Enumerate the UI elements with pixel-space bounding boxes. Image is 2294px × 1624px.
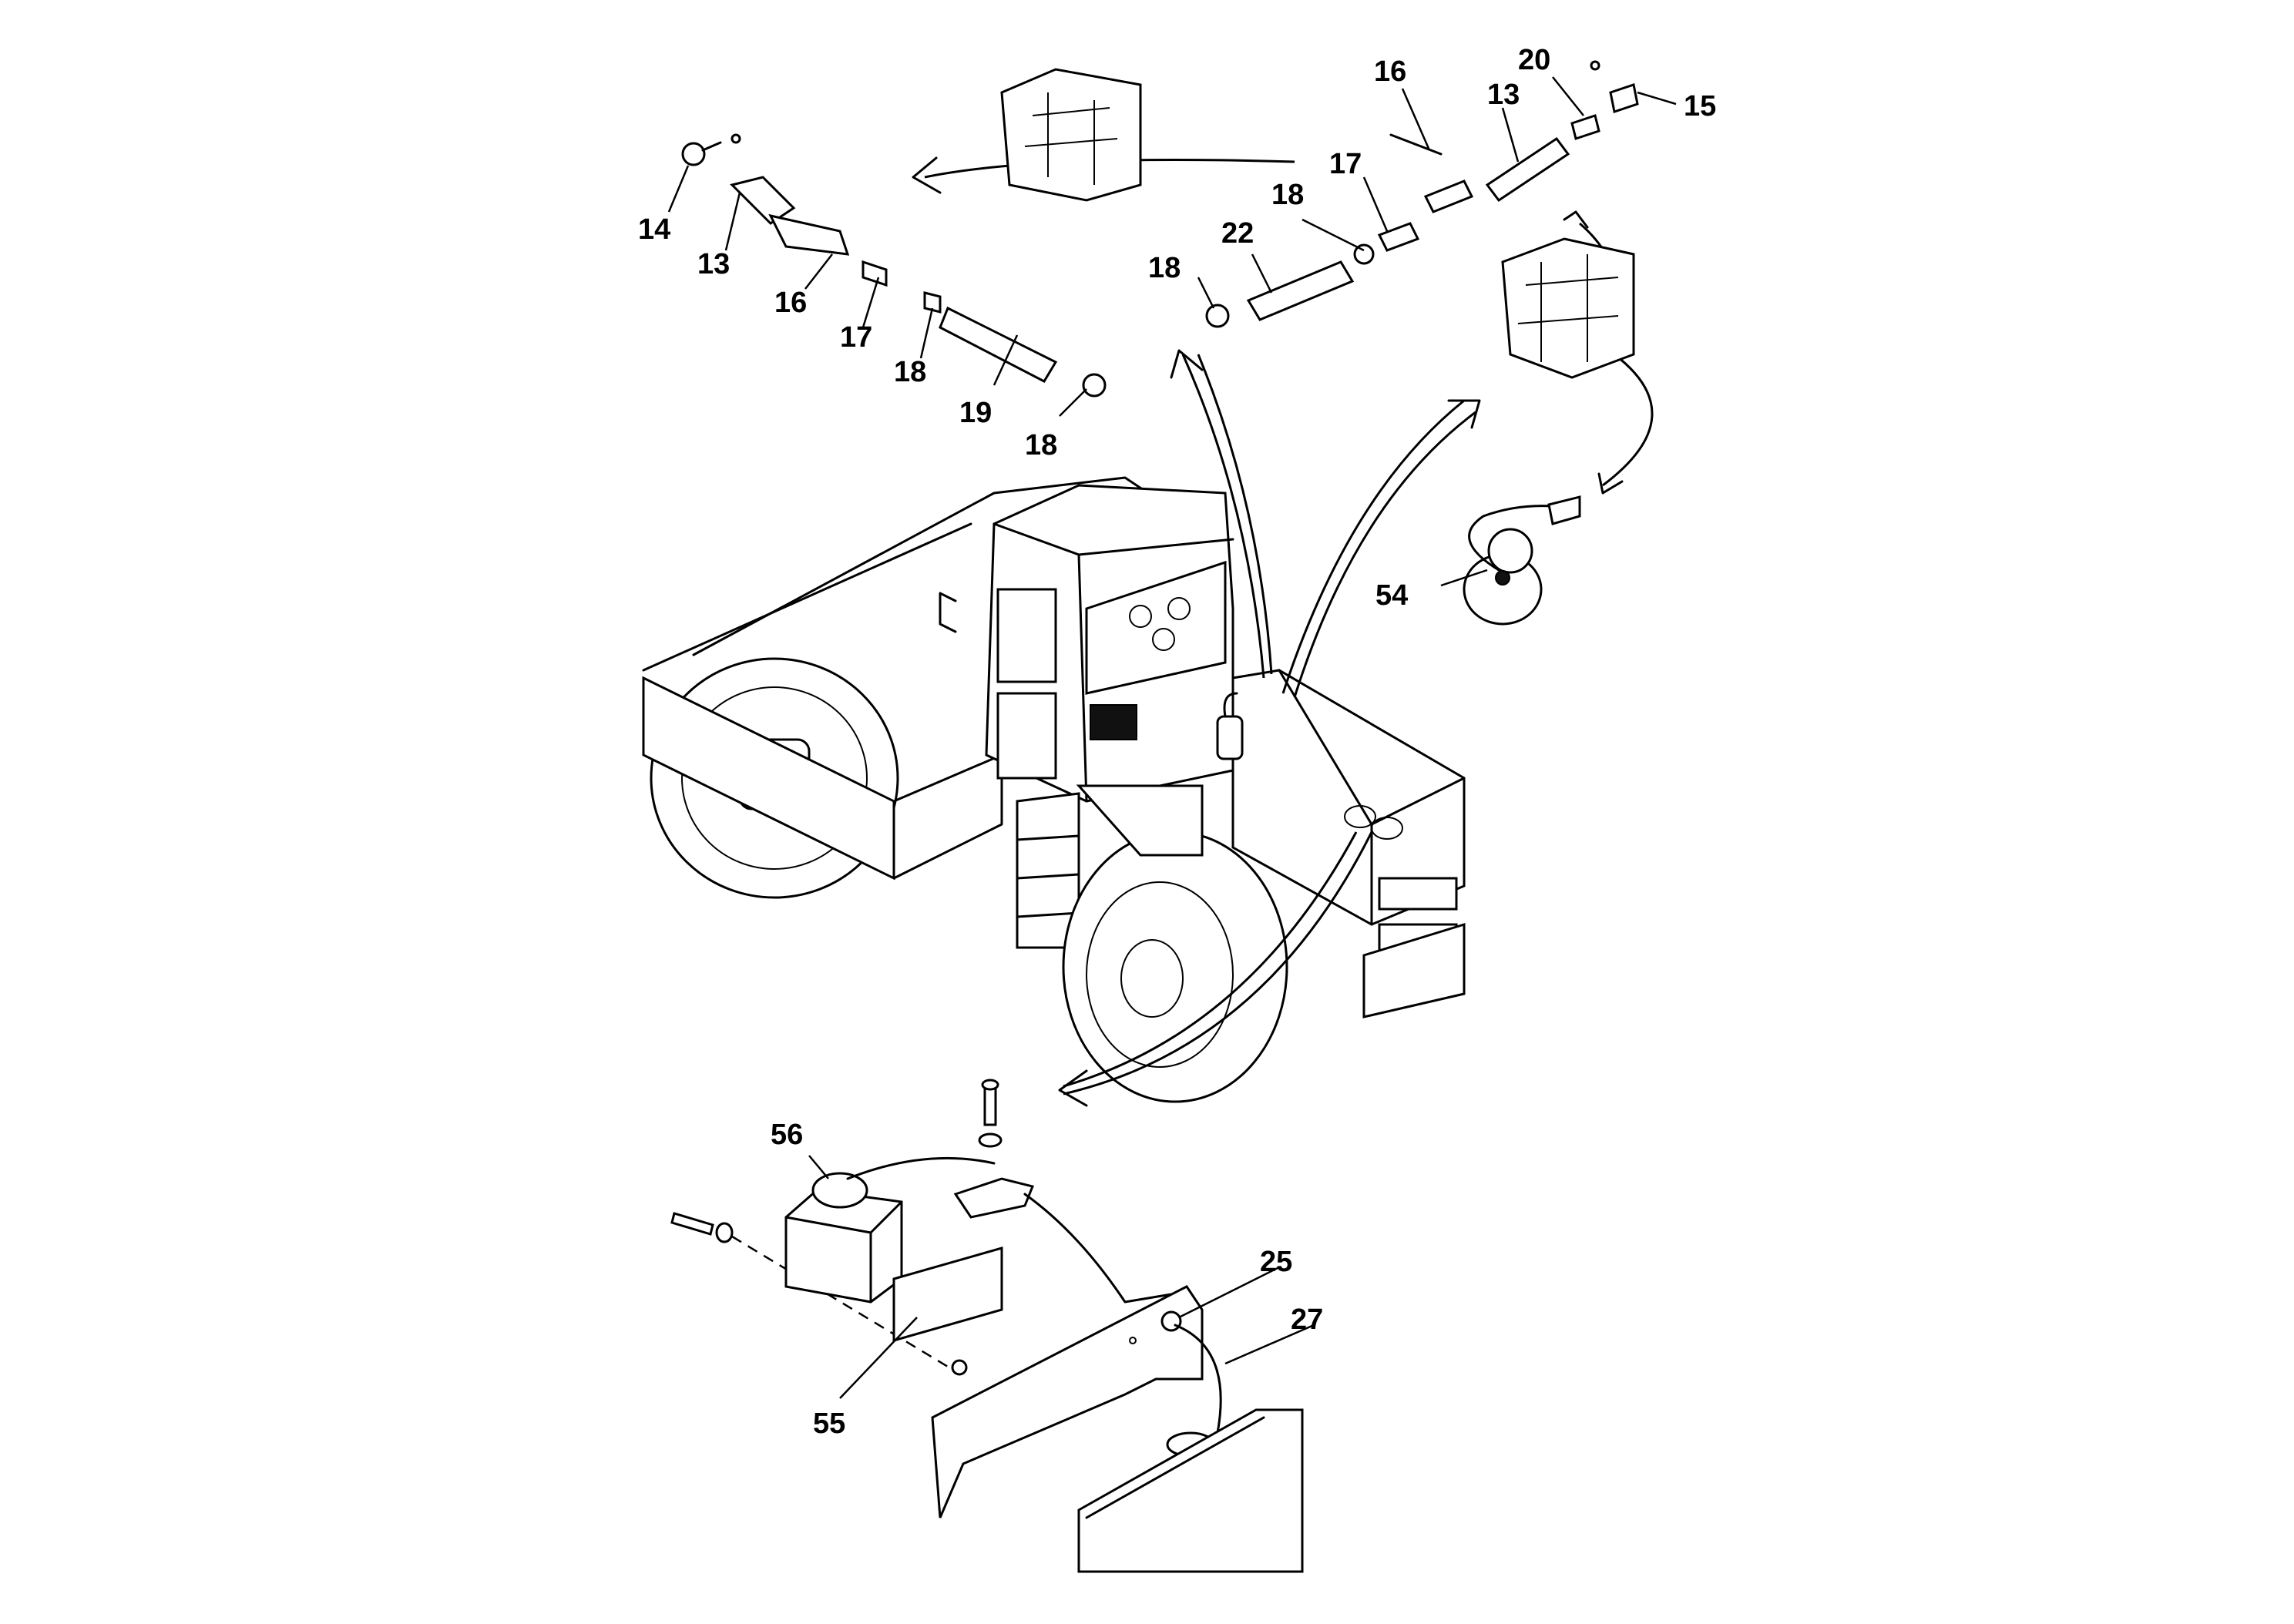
callout-20: 20 — [1518, 44, 1550, 76]
callout-17-left: 17 — [840, 321, 872, 354]
callout-15: 15 — [1684, 90, 1716, 122]
callout-16-left: 16 — [774, 287, 807, 319]
callout-54: 54 — [1375, 579, 1408, 612]
bottom-assembly — [670, 1079, 1304, 1573]
right-hose-assembly — [1205, 60, 1639, 328]
roller-machine — [642, 476, 1466, 1103]
sensor-detail — [1463, 495, 1581, 626]
callout-18-right-end: 18 — [1148, 252, 1181, 284]
callout-17-right: 17 — [1329, 148, 1362, 180]
callout-labels: 14 13 16 17 18 19 18 16 13 20 15 17 18 2… — [638, 44, 1716, 1440]
engine-view-right — [1501, 237, 1635, 379]
callout-22: 22 — [1221, 217, 1254, 250]
callout-13-right: 13 — [1487, 79, 1520, 111]
left-hose-assembly — [681, 133, 1107, 398]
callout-16-right: 16 — [1374, 55, 1406, 88]
callout-56: 56 — [771, 1119, 803, 1151]
callout-55: 55 — [813, 1408, 845, 1440]
leader-lines — [667, 76, 1677, 1399]
callout-18-left-end: 18 — [1025, 429, 1057, 461]
callout-25: 25 — [1260, 1246, 1292, 1278]
callout-13-left: 13 — [697, 248, 730, 280]
callout-18-left: 18 — [894, 356, 926, 388]
engine-view-left — [1000, 68, 1142, 202]
callout-14-left: 14 — [638, 213, 670, 246]
callout-19: 19 — [959, 397, 992, 429]
callout-18-right: 18 — [1271, 179, 1304, 211]
callout-27: 27 — [1291, 1304, 1323, 1336]
